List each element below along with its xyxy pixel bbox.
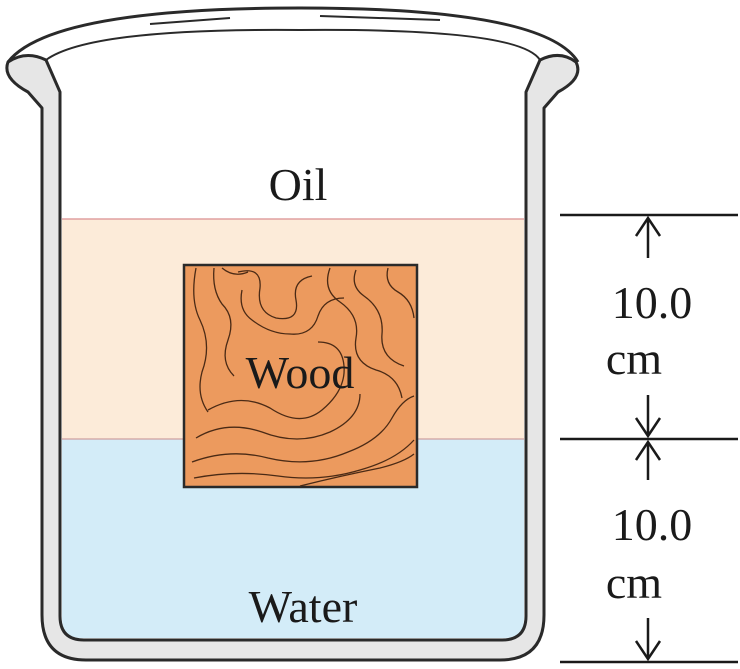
arrow-upper-bottom-head <box>634 417 662 439</box>
arrow-lower-top-head <box>634 439 662 461</box>
upper-dimension-unit: cm <box>606 333 662 384</box>
lower-dimension-value: 10.0 <box>612 499 693 550</box>
beaker-wall <box>5 54 580 662</box>
lower-dimension-unit: cm <box>606 557 662 608</box>
arrow-upper-top-head <box>634 215 662 237</box>
wood-label: Wood <box>246 347 355 398</box>
beaker-rim-inner <box>45 28 541 61</box>
wood-block <box>182 263 419 489</box>
arrow-lower-bottom-head <box>634 640 662 662</box>
dimension-markers <box>560 213 738 664</box>
upper-dimension-value: 10.0 <box>612 277 693 328</box>
rim-highlight-left <box>149 17 231 25</box>
rim-highlight-right <box>319 15 441 21</box>
beaker-rim <box>6 6 580 63</box>
water-label: Water <box>249 581 358 632</box>
oil-label: Oil <box>269 159 328 210</box>
water-layer <box>62 439 524 638</box>
wood-grain <box>191 267 415 487</box>
